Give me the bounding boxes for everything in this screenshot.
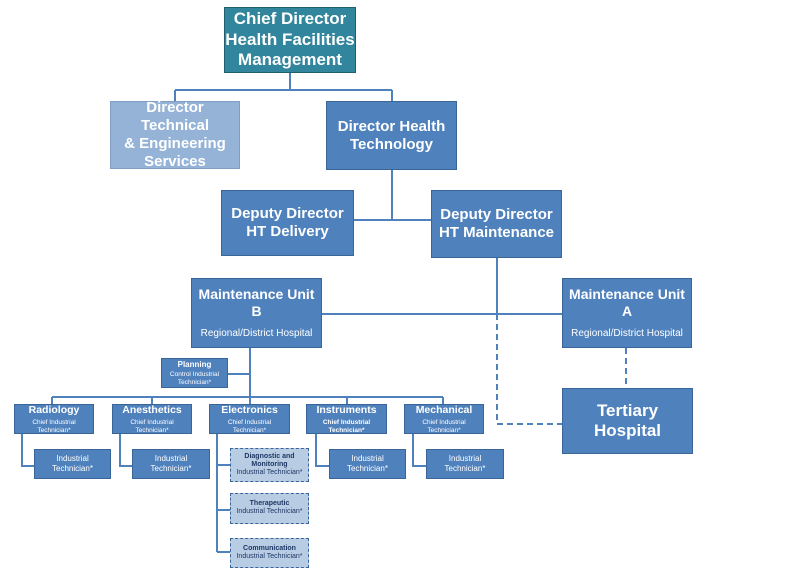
chief-director-line3: Management	[238, 50, 342, 70]
radiology-technician-box: Industrial Technician*	[34, 449, 111, 479]
chief-director-line1: Chief Director	[233, 9, 347, 29]
dept-electronics-box: Electronics Chief Industrial Technician*	[209, 404, 290, 434]
deputy-director-ht-maintenance-box: Deputy Director HT Maintenance	[431, 190, 562, 258]
dept-instruments-title: Instruments	[316, 403, 377, 416]
instruments-technician-line2: Technician*	[347, 464, 388, 473]
mechanical-technician-line1: Industrial	[448, 454, 482, 464]
planning-title: Planning	[177, 359, 212, 369]
dept-radiology-sub1: Chief Industrial	[32, 419, 76, 427]
connector-unit-b-depts	[51, 348, 444, 404]
communication-title: Communication	[243, 544, 296, 552]
director-health-tech-line2: Technology	[349, 135, 434, 153]
mechanical-technician-box: Industrial Technician*	[426, 449, 504, 479]
dept-instruments-sub2: Technician*	[328, 426, 365, 434]
dept-radiology-box: Radiology Chief Industrial Technician*	[14, 404, 94, 434]
therapeutic-box: Therapeutic Industrial Technician*	[230, 493, 309, 524]
connector-anesthetics-tech	[119, 433, 132, 467]
connector-radiology-tech	[21, 433, 34, 467]
connector-mechanical-tech	[412, 433, 426, 467]
connector-electronics-subs	[216, 433, 230, 553]
deputy-maintenance-line2: HT Maintenance	[438, 224, 555, 241]
deputy-delivery-line1: Deputy Director	[231, 205, 344, 222]
unit-b-sub: Regional/District Hospital	[200, 327, 313, 339]
dept-mechanical-sub2: Technician*	[427, 426, 461, 434]
dept-anesthetics-sub1: Chief Industrial	[130, 419, 174, 427]
instruments-technician-line1: Industrial	[351, 454, 384, 464]
dept-anesthetics-box: Anesthetics Chief Industrial Technician*	[112, 404, 192, 434]
therapeutic-sub: Industrial Technician*	[236, 508, 303, 516]
unit-a-line1: Maintenance Unit	[569, 286, 685, 303]
chief-director-box: Chief Director Health Facilities Managem…	[224, 7, 356, 73]
anesthetics-technician-line1: Industrial	[154, 454, 188, 464]
maintenance-unit-b-box: Maintenance Unit B Regional/District Hos…	[191, 278, 322, 348]
director-tech-eng-line3: Services	[144, 153, 206, 170]
planning-sub2: Technician*	[177, 378, 212, 386]
deputy-delivery-line2: HT Delivery	[246, 223, 329, 240]
planning-sub1: Control Industrial	[169, 371, 220, 379]
connector-instruments-tech	[315, 433, 329, 467]
diagnostic-title-line2: Monitoring	[251, 460, 288, 468]
director-tech-eng-line2: & Engineering	[124, 135, 226, 152]
communication-box: Communication Industrial Technician*	[230, 538, 309, 568]
director-technical-engineering-box: Director Technical & Engineering Service…	[110, 99, 240, 170]
instruments-technician-box: Industrial Technician*	[329, 449, 406, 479]
deputy-maintenance-line1: Deputy Director	[440, 206, 553, 223]
director-tech-eng-line1: Director Technical	[140, 99, 210, 134]
mechanical-technician-line2: Technician*	[444, 464, 486, 473]
unit-a-line2: A	[621, 303, 633, 319]
connector-dashed-tertiary	[496, 314, 562, 425]
diagnostic-sub: Industrial Technician*	[236, 468, 303, 476]
dept-electronics-title: Electronics	[221, 403, 278, 416]
planning-box: Planning Control Industrial Technician*	[161, 358, 228, 388]
unit-a-sub: Regional/District Hospital	[571, 327, 683, 339]
dept-mechanical-title: Mechanical	[415, 403, 473, 416]
connector-units	[322, 258, 562, 315]
dept-anesthetics-sub2: Technician*	[135, 426, 169, 434]
tertiary-hospital-label: Tertiary Hospital	[593, 400, 662, 440]
dept-electronics-sub1: Chief Industrial	[227, 419, 272, 427]
anesthetics-technician-box: Industrial Technician*	[132, 449, 210, 479]
unit-b-line2: B	[251, 303, 262, 319]
dept-radiology-sub2: Technician*	[37, 426, 71, 434]
dept-mechanical-box: Mechanical Chief Industrial Technician*	[404, 404, 484, 434]
director-health-tech-line1: Director Health	[337, 117, 446, 135]
communication-sub: Industrial Technician*	[236, 552, 303, 560]
unit-b-line1: Maintenance Unit	[198, 286, 315, 303]
connector-chief-directors	[174, 73, 393, 101]
dept-radiology-title: Radiology	[28, 403, 80, 416]
deputy-director-ht-delivery-box: Deputy Director HT Delivery	[221, 190, 354, 256]
diagnostic-title-line1: Diagnostic and	[244, 452, 295, 460]
dept-electronics-sub2: Technician*	[232, 426, 267, 434]
dept-mechanical-sub1: Chief Industrial	[422, 419, 466, 427]
dept-anesthetics-title: Anesthetics	[122, 403, 182, 416]
tertiary-hospital-box: Tertiary Hospital	[562, 388, 693, 454]
therapeutic-title: Therapeutic	[249, 500, 290, 508]
anesthetics-technician-line2: Technician*	[150, 464, 192, 473]
connector-director-deputies	[354, 170, 431, 221]
dept-instruments-sub1: Chief Industrial	[322, 419, 371, 427]
diagnostic-monitoring-box: Diagnostic and Monitoring Industrial Tec…	[230, 448, 309, 482]
dept-instruments-box: Instruments Chief Industrial Technician*	[306, 404, 387, 434]
maintenance-unit-a-box: Maintenance Unit A Regional/District Hos…	[562, 278, 692, 348]
director-health-technology-box: Director Health Technology	[326, 101, 457, 170]
radiology-technician-line1: Industrial	[56, 454, 89, 464]
radiology-technician-line2: Technician*	[52, 464, 93, 473]
chief-director-line2: Health Facilities	[225, 29, 355, 49]
